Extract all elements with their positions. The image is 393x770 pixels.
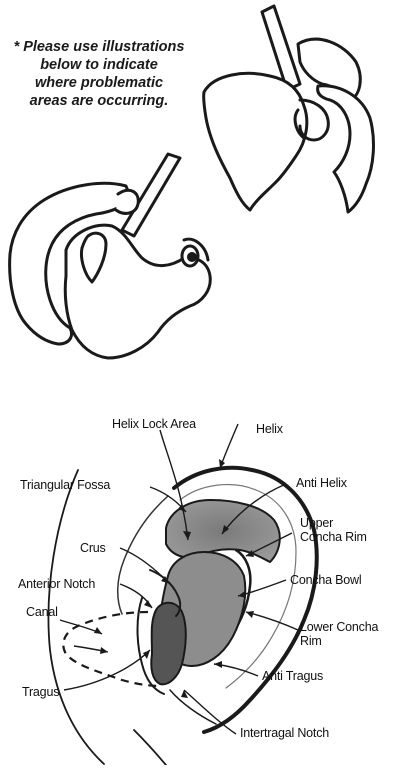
label-helix: Helix — [256, 422, 283, 436]
label-lower-concha-rim-line-1: Lower Concha — [300, 620, 378, 634]
ear-illustration — [48, 468, 316, 765]
label-tragus: Tragus — [22, 685, 59, 699]
label-upper-concha-rim-line-1: Upper — [300, 516, 367, 530]
instruction-line-2: below to indicate — [4, 56, 194, 74]
instruction-line-3: where problematic — [4, 74, 194, 92]
earmold-right-sketch — [204, 6, 374, 212]
earmold-left-sketch — [10, 154, 211, 358]
label-anti-tragus: Anti Tragus — [262, 669, 323, 683]
instruction-note: * Please use illustrations below to indi… — [4, 38, 194, 110]
label-lower-concha-rim: Lower Concha Rim — [300, 620, 378, 648]
label-anti-helix: Anti Helix — [296, 476, 347, 490]
instruction-line-4: areas are occurring. — [4, 92, 194, 110]
label-anterior-notch: Anterior Notch — [18, 577, 95, 591]
label-upper-concha-rim-line-2: Concha Rim — [300, 530, 367, 544]
label-canal: Canal — [26, 605, 58, 619]
instruction-line-1: * Please use illustrations — [4, 38, 194, 56]
label-lower-concha-rim-line-2: Rim — [300, 634, 378, 648]
label-crus: Crus — [80, 541, 106, 555]
label-concha-bowl: Concha Bowl — [290, 573, 361, 587]
label-triangular-fossa: Triangular Fossa — [20, 478, 110, 492]
label-helix-lock-area: Helix Lock Area — [112, 417, 196, 431]
label-upper-concha-rim: Upper Concha Rim — [300, 516, 367, 544]
label-intertragal-notch: Intertragal Notch — [240, 726, 329, 740]
